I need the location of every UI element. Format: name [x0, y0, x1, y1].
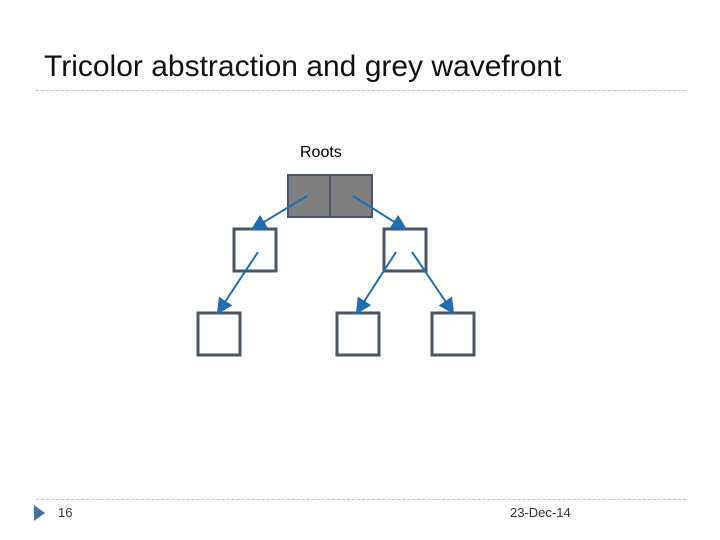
grandchild-node-1 — [196, 311, 242, 357]
roots-label: Roots — [300, 144, 342, 161]
grandchild-node-3 — [430, 311, 476, 357]
arrow-child-right-to-grandchild-3 — [411, 251, 455, 315]
root-field-left — [287, 174, 331, 218]
page-number: 16 — [58, 505, 73, 520]
root-field-right — [329, 174, 373, 218]
title-divider — [36, 90, 686, 91]
footer-date: 23-Dec-14 — [510, 505, 571, 520]
grandchild-node-2 — [335, 311, 381, 357]
arrow-root-to-child-left — [250, 195, 308, 231]
arrow-child-left-to-grandchild-1 — [216, 251, 259, 315]
arrow-child-right-to-grandchild-2 — [355, 251, 397, 315]
slide-title: Tricolor abstraction and grey wavefront — [44, 50, 562, 83]
child-node-left — [232, 227, 278, 273]
footer-divider — [36, 499, 686, 500]
root-object — [287, 174, 373, 218]
footer-triangle-icon — [34, 505, 45, 521]
arrow-root-to-child-right — [352, 195, 408, 231]
